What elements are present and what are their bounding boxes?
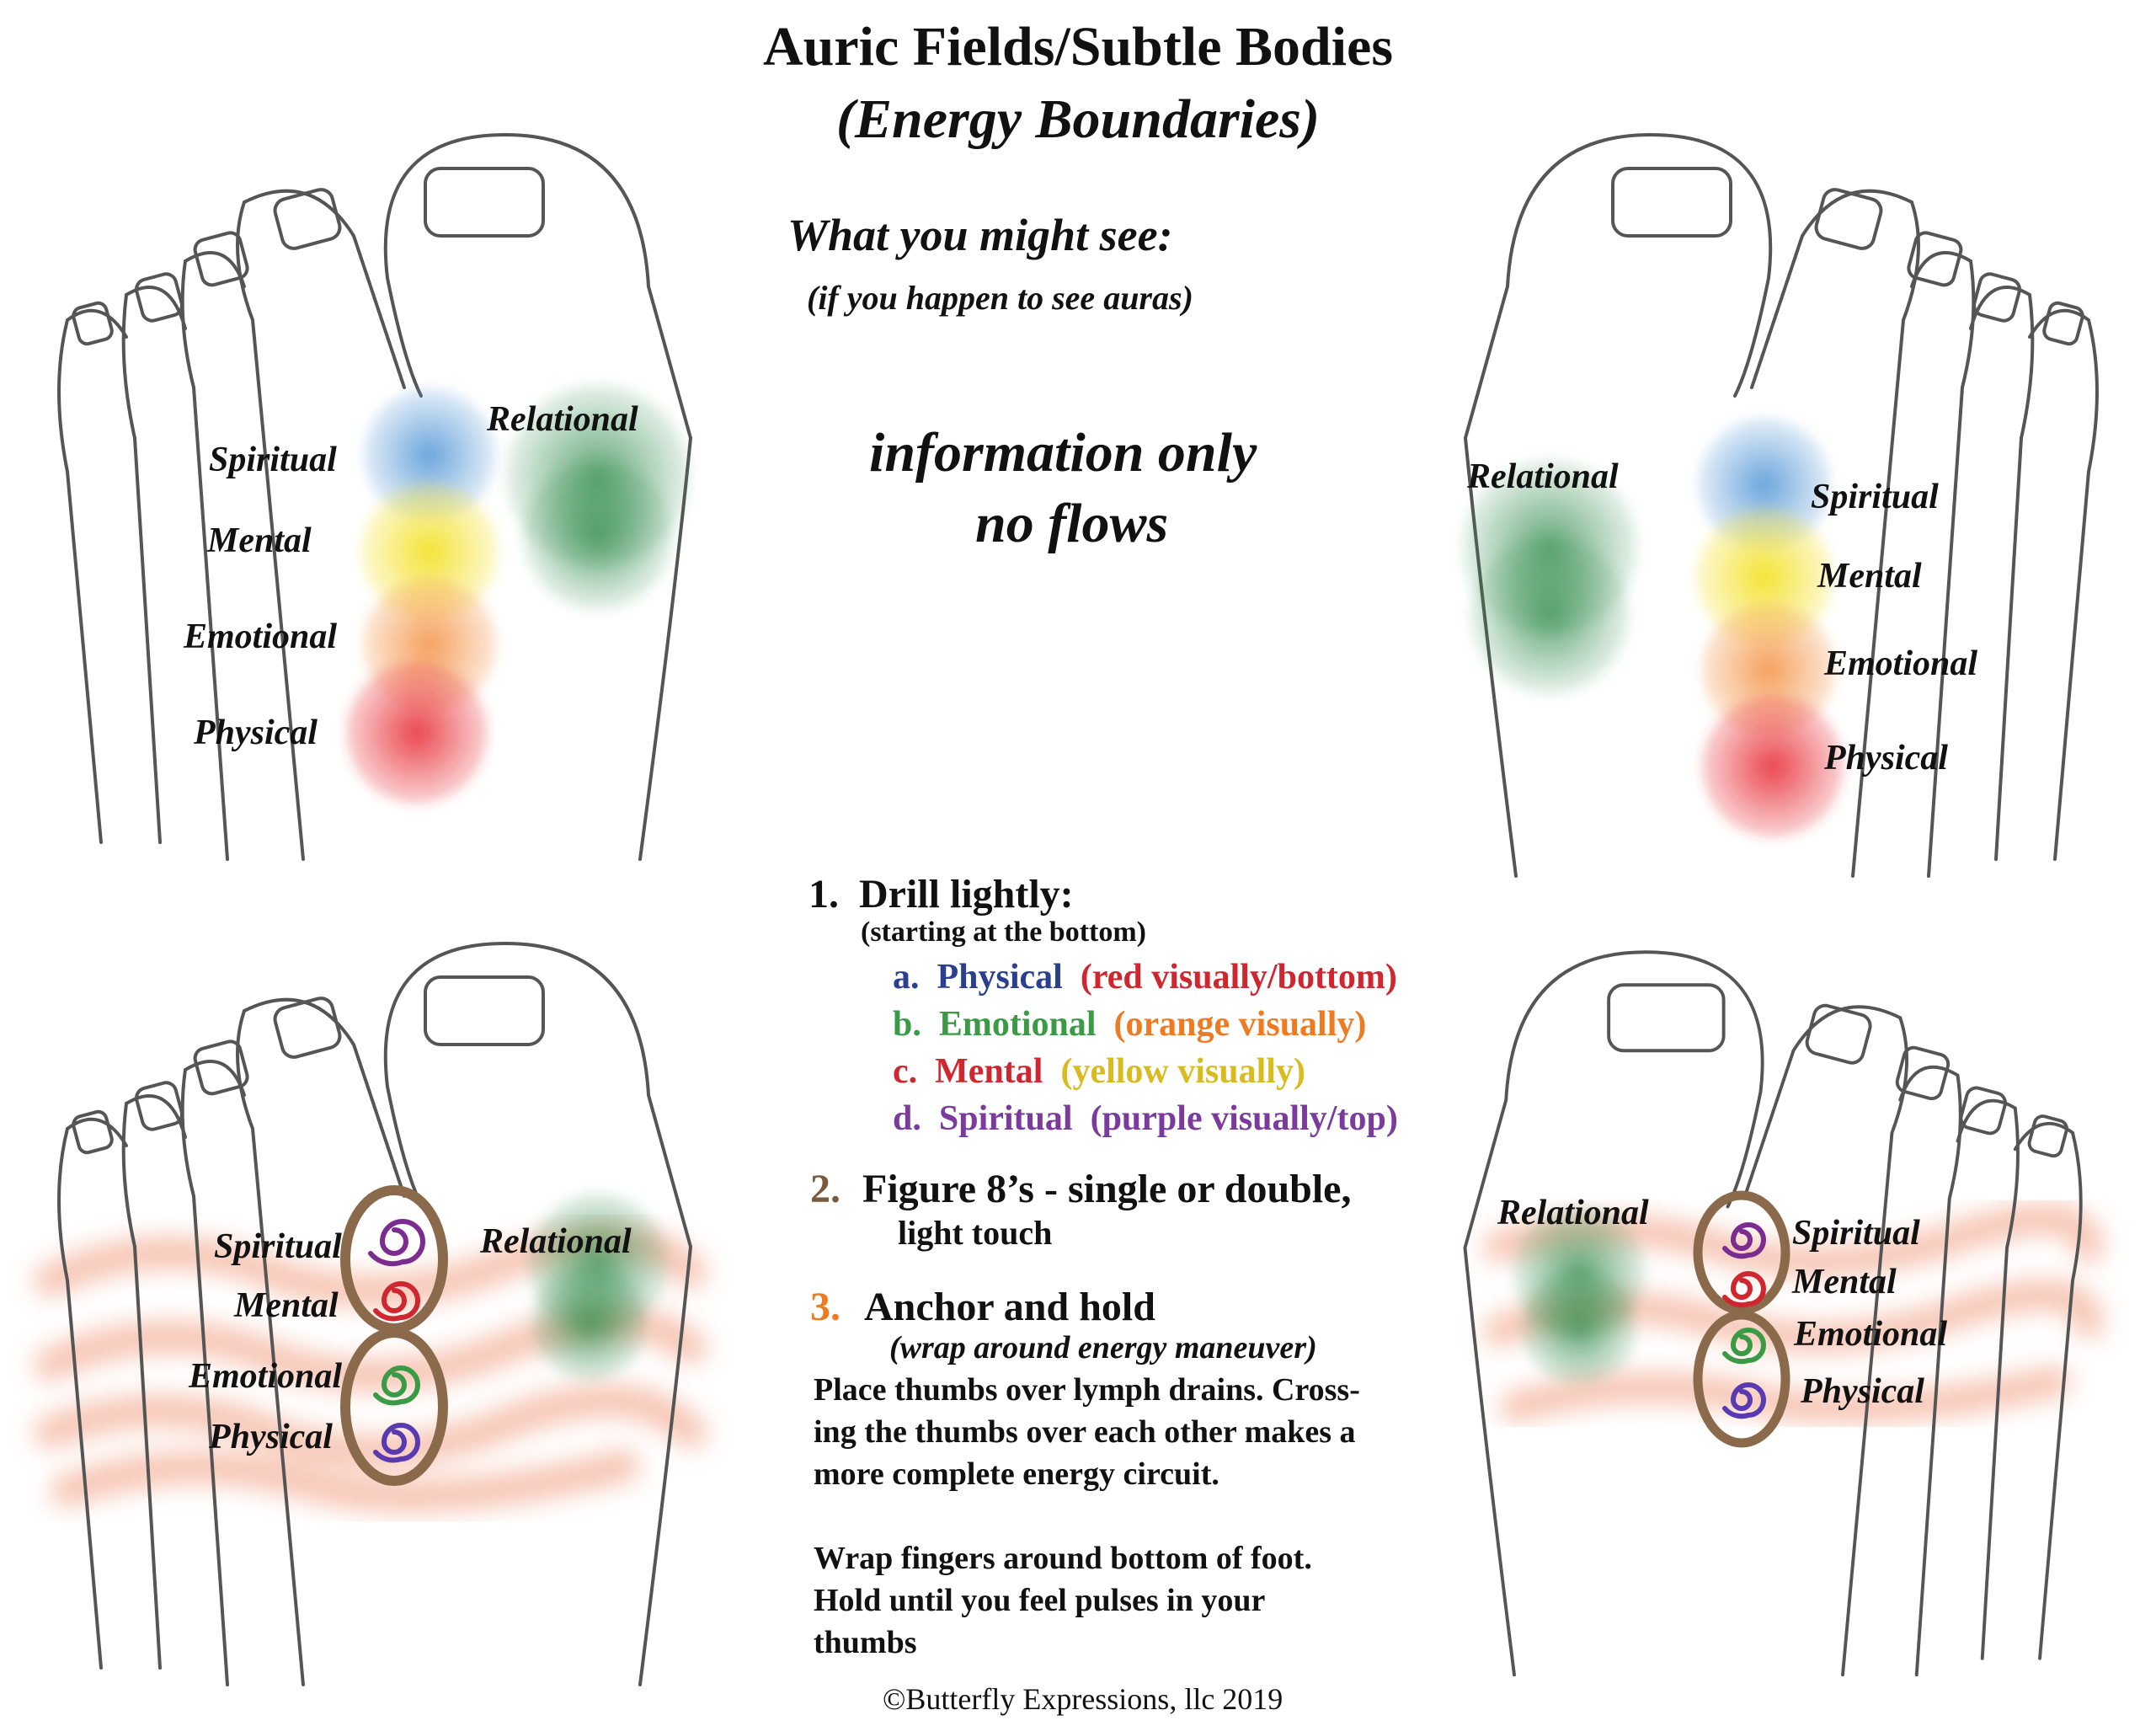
label-emotional-br: Emotional — [1794, 1315, 1948, 1354]
label-mental-tr: Mental — [1817, 557, 1922, 596]
label-relational-tl: Relational — [487, 400, 638, 439]
aura-spheres-top-left — [345, 383, 691, 804]
page-title: Auric Fields/Subtle Bodies — [762, 16, 1394, 77]
step-1a-item: a. Physical (red visually/bottom) — [893, 957, 1397, 997]
info-only-line: information only — [869, 422, 1257, 484]
spiral-icon — [1722, 1328, 1766, 1365]
label-physical-br: Physical — [1801, 1372, 1924, 1411]
step-1b-name: Emotional — [938, 1005, 1097, 1044]
step-1d-letter: d. — [893, 1099, 921, 1138]
spiral-icon — [373, 1281, 420, 1322]
step-3-number: 3. — [810, 1285, 841, 1329]
step-1c-letter: c. — [893, 1052, 918, 1091]
label-emotional-tl: Emotional — [184, 617, 338, 656]
no-flows-line: no flows — [975, 493, 1169, 554]
label-physical-bl: Physical — [209, 1418, 333, 1456]
step-2-title: Figure 8’s - single or double, — [862, 1167, 1352, 1211]
label-relational-bl: Relational — [480, 1222, 632, 1261]
step-3-para2-line1: Wrap fingers around bottom of foot. — [814, 1541, 1312, 1576]
label-physical-tr: Physical — [1824, 739, 1948, 778]
foot-outline-icon — [1463, 132, 2099, 878]
step-1a-note: (red visually/bottom) — [1080, 958, 1397, 997]
step-1-title: Drill lightly: — [859, 872, 1074, 916]
step-3-title: Anchor and hold — [864, 1285, 1155, 1329]
label-spiritual-tr: Spiritual — [1811, 478, 1939, 516]
label-spiritual-bl: Spiritual — [214, 1227, 342, 1266]
step-1-subtitle: (starting at the bottom) — [861, 916, 1146, 948]
label-emotional-tr: Emotional — [1824, 644, 1978, 683]
label-relational-br: Relational — [1497, 1194, 1649, 1232]
see-subheading: (if you happen to see auras) — [807, 279, 1193, 317]
step-3-para1-line2: ing the thumbs over each other makes a — [814, 1414, 1356, 1450]
figure-eight-icon — [340, 1185, 448, 1486]
step-3-para1-line1: Place thumbs over lymph drains. Cross- — [814, 1372, 1360, 1408]
page-subtitle: (Energy Boundaries) — [836, 88, 1320, 150]
step-2-subtitle: light touch — [898, 1214, 1053, 1252]
aura-spheres-top-right — [1461, 417, 1844, 838]
spiral-icon — [1722, 1222, 1766, 1259]
step-1c-name: Mental — [935, 1052, 1043, 1091]
see-heading: What you might see: — [787, 210, 1173, 260]
foot-outline-icon — [57, 941, 693, 1686]
step-1d-note: (purple visually/top) — [1090, 1099, 1398, 1138]
step-1d-name: Spiritual — [938, 1099, 1073, 1138]
step-1b-letter: b. — [893, 1005, 921, 1044]
step-1d-item: d. Spiritual (purple visually/top) — [893, 1098, 1398, 1139]
step-3-para1-line3: more complete energy circuit. — [814, 1456, 1219, 1492]
label-emotional-bl: Emotional — [189, 1357, 343, 1396]
step-3-para2-line3: thumbs — [814, 1625, 917, 1660]
label-mental-tl: Mental — [207, 521, 312, 560]
relational-aura-bottom-right — [1512, 1205, 1646, 1386]
label-physical-tl: Physical — [194, 713, 318, 752]
label-mental-bl: Mental — [234, 1286, 339, 1325]
copyright: ©Butterfly Expressions, llc 2019 — [883, 1682, 1283, 1716]
step-1a-letter: a. — [893, 958, 920, 997]
label-spiritual-tl: Spiritual — [209, 441, 337, 479]
step-3-subtitle: (wrap around energy maneuver) — [889, 1330, 1317, 1365]
label-mental-br: Mental — [1792, 1263, 1897, 1301]
step-1a-name: Physical — [937, 958, 1063, 997]
step-3-para2-line2: Hold until you feel pulses in your — [814, 1583, 1266, 1618]
spiral-icon — [1722, 1271, 1766, 1308]
step-1-number: 1. — [808, 872, 839, 916]
step-1c-note: (yellow visually) — [1060, 1052, 1305, 1091]
step-2-number: 2. — [810, 1167, 841, 1211]
spiral-icon — [373, 1423, 420, 1463]
label-relational-tr: Relational — [1467, 457, 1619, 496]
spiral-icon — [373, 1365, 420, 1406]
spiral-icon — [1722, 1382, 1766, 1419]
step-1b-item: b. Emotional (orange visually) — [893, 1004, 1366, 1045]
spiral-icon — [368, 1219, 425, 1267]
step-1c-item: c. Mental (yellow visually) — [893, 1051, 1305, 1092]
figure-eight-icon — [1693, 1190, 1790, 1448]
foot-outline-icon — [1463, 950, 2083, 1677]
relational-aura-bottom-left — [526, 1192, 670, 1381]
step-1b-note: (orange visually) — [1113, 1005, 1367, 1044]
foot-outline-icon — [57, 132, 693, 861]
label-spiritual-br: Spiritual — [1792, 1214, 1920, 1253]
